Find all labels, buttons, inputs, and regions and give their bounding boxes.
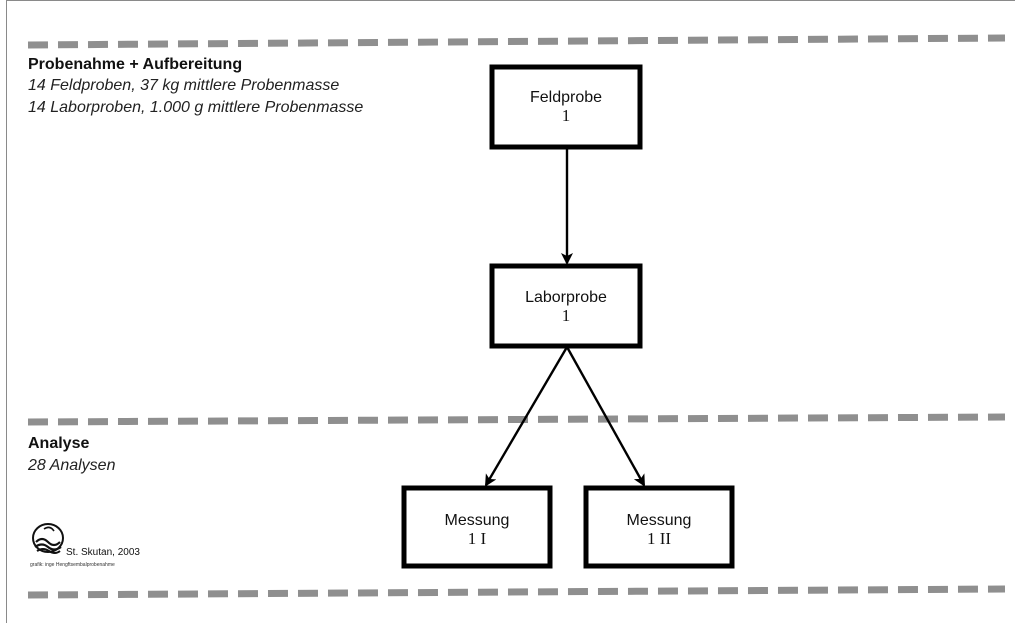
frame-top-border bbox=[6, 0, 1015, 1]
node-box-messung-1 bbox=[401, 485, 553, 569]
node-box-laborprobe bbox=[489, 263, 643, 349]
arrow-laborprobe-to-messung-1 bbox=[484, 346, 569, 487]
node-label-feldprobe: Feldprobe 1 bbox=[492, 89, 640, 125]
section-title-probenahme: Probenahme + Aufbereitung bbox=[28, 56, 243, 73]
node-box-messung-2 bbox=[583, 485, 735, 569]
author-credit: St. Skutan, 2003 bbox=[66, 547, 140, 558]
separator-top bbox=[27, 34, 1006, 49]
node-number-messung-2: 1 II bbox=[646, 529, 672, 548]
section-line-feldproben: 14 Feldproben, 37 kg mittlere Probenmass… bbox=[28, 77, 340, 94]
arrow-laborprobe-to-messung-2 bbox=[565, 346, 646, 487]
node-number-laborprobe: 1 bbox=[561, 306, 571, 325]
separator-bottom bbox=[27, 585, 1006, 599]
graphic-credit: grafik: inge Hengftsembalprobenahme bbox=[30, 562, 115, 568]
section-line-analysen: 28 Analysen bbox=[28, 457, 116, 474]
node-box-feldprobe bbox=[489, 64, 643, 150]
node-number-feldprobe: 1 bbox=[561, 106, 571, 125]
node-title-messung-2: Messung bbox=[626, 512, 692, 529]
frame-left-border bbox=[6, 0, 7, 623]
section-title-analyse: Analyse bbox=[28, 435, 90, 452]
section-line-laborproben: 14 Laborproben, 1.000 g mittlere Probenm… bbox=[28, 99, 364, 116]
separator-middle bbox=[27, 413, 1006, 426]
node-title-laborprobe: Laborprobe bbox=[525, 289, 607, 306]
author-logo: St. Skutan, 2003 grafik: inge Hengftsemb… bbox=[30, 520, 160, 570]
node-title-feldprobe: Feldprobe bbox=[529, 89, 603, 106]
node-number-messung-1: 1 I bbox=[467, 529, 487, 548]
node-label-messung-2: Messung 1 II bbox=[586, 512, 732, 548]
node-label-laborprobe: Laborprobe 1 bbox=[492, 289, 640, 325]
wave-logo-icon bbox=[32, 523, 64, 554]
node-label-messung-1: Messung 1 I bbox=[404, 512, 550, 548]
node-title-messung-1: Messung bbox=[444, 512, 510, 529]
